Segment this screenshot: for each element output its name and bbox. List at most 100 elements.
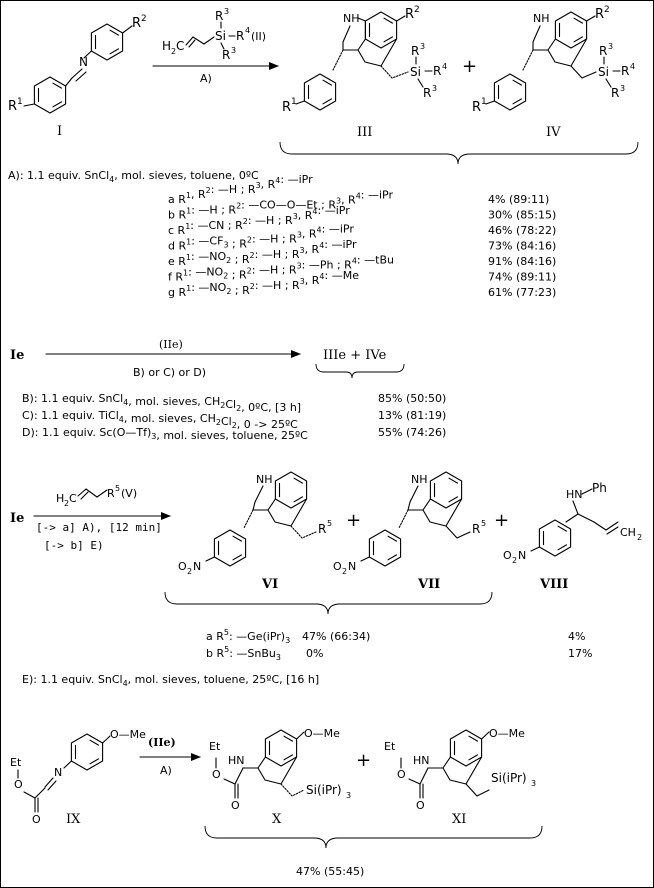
svg-text:2: 2: [342, 567, 347, 576]
svg-text:O: O: [231, 799, 240, 812]
svg-text:HN: HN: [566, 488, 583, 501]
svg-text:1: 1: [291, 97, 297, 107]
svg-text:HN: HN: [413, 754, 430, 767]
condition-C: C): 1.1 equiv. TiCl4, mol. sieves, CH2Cl…: [22, 409, 298, 431]
row-b-substituents: b R1: —H ; R2: —CO—O—Et ; R3, R4: —iPr: [168, 189, 393, 222]
row-d-yield: 73% (84:16): [488, 240, 556, 253]
svg-text:Si: Si: [598, 65, 609, 79]
svg-text:3: 3: [608, 42, 613, 51]
scheme-3: Ie H 2 C R 5 (V) [-> a] A), [12 min] [->…: [10, 471, 642, 688]
svg-text:+: +: [356, 750, 371, 771]
svg-text:Si: Si: [410, 65, 421, 79]
svg-text:R: R: [132, 16, 141, 31]
row-g-substituents: g R1: —NO2 ; R2: —H ; R3, R4: —Me: [168, 269, 359, 299]
svg-text:R: R: [282, 100, 291, 115]
start-Ie-2: Ie: [10, 511, 24, 526]
svg-text:C: C: [176, 39, 184, 53]
svg-text:NH: NH: [256, 473, 273, 486]
substituent-table: a R1, R2: —H ; R3, R4: —iPr 4% (89:11) b R…: [168, 173, 556, 299]
start-Ie: Ie: [10, 348, 24, 363]
svg-text:R: R: [472, 100, 481, 115]
svg-text:1: 1: [481, 97, 487, 107]
svg-text:5: 5: [481, 519, 486, 528]
svg-text:3: 3: [224, 7, 229, 16]
row-f-substituents: f R1: —NO2 ; R2: —H ; R3: —Ph ; R4: —tBu: [168, 254, 394, 284]
svg-text:2: 2: [141, 14, 147, 24]
result-b-substituent: b R5: —SnBu3: [206, 645, 281, 662]
label-VI: VI: [261, 577, 278, 592]
svg-text:R: R: [611, 86, 619, 100]
scheme-1: R 2 N R 1 I H 2 C Si R 3: [8, 5, 639, 299]
svg-text:N: N: [518, 549, 526, 562]
brace-VI-VII: [164, 591, 493, 615]
svg-text:R: R: [405, 7, 414, 22]
svg-text:4: 4: [245, 26, 250, 35]
svg-text:4: 4: [442, 62, 447, 71]
compound-VII: NH O 2 N R 5 VII: [333, 471, 486, 592]
condition-D-yield: 55% (74:26): [378, 426, 446, 439]
compound-IX: O—Me N O O Et IX: [10, 728, 146, 827]
svg-text:C: C: [69, 492, 77, 505]
svg-text:NH: NH: [343, 12, 360, 25]
svg-text:Si(iPr): Si(iPr): [491, 771, 527, 785]
row-e-substituents: e R1: —NO2 ; R2: —H ; R3, R4: —iPr: [168, 238, 357, 268]
svg-text:Si(iPr): Si(iPr): [306, 783, 342, 797]
compound-III: NH R 1 R 2 Si R 3 R 4 R 3 III: [282, 5, 447, 140]
svg-text:2: 2: [414, 5, 420, 15]
svg-text:3: 3: [531, 779, 536, 788]
result-a-substituent: a R5: —Ge(iPr)3: [206, 628, 290, 645]
svg-text:Et: Et: [10, 756, 22, 769]
condition-B: B): 1.1 equiv. SnCl4, mol. sieves, CH2Cl…: [22, 392, 301, 414]
svg-text:H: H: [56, 492, 64, 505]
scheme-4: O—Me N O O Et IX (IIe) A) O—Me HN: [10, 727, 543, 878]
svg-text:NH: NH: [411, 473, 428, 486]
svg-text:O: O: [503, 549, 512, 562]
svg-text:IIIe + IVe: IIIe + IVe: [323, 348, 387, 363]
svg-text:1: 1: [17, 97, 23, 107]
svg-text:Si: Si: [215, 29, 226, 43]
condition-D: D): 1.1 equiv. Sc(O—Tf)3, mol. sieves, t…: [22, 426, 308, 442]
brace-X-XI: [204, 825, 543, 849]
row-c-yield: 46% (78:22): [488, 224, 556, 237]
svg-text:R: R: [107, 487, 115, 500]
svg-text:3: 3: [432, 84, 437, 93]
svg-text:3: 3: [346, 791, 351, 800]
row-c-substituents: c R1: —CN ; R2: —H ; R3, R4: —iPr: [168, 204, 350, 237]
row-a-substituents: a R1, R2: —H ; R3, R4: —iPr: [168, 173, 313, 206]
condition-E: E): 1.1 equiv. SnCl4, mol. sieves, tolue…: [22, 673, 319, 688]
svg-text:R: R: [472, 522, 480, 536]
label-III: III: [357, 125, 372, 140]
svg-text:(IIe): (IIe): [159, 338, 183, 351]
svg-text:O: O: [416, 799, 425, 812]
svg-text:2: 2: [512, 556, 517, 565]
svg-text:2: 2: [187, 567, 192, 576]
svg-text:+: +: [346, 510, 361, 531]
conditions-BCD: B): 1.1 equiv. SnCl4, mol. sieves, CH2Cl…: [22, 392, 446, 442]
svg-text:A): A): [160, 764, 172, 777]
reagent-II: H 2 C Si R 3 R 4 (II) R 3: [162, 7, 266, 62]
svg-text:O: O: [212, 768, 221, 781]
svg-text:2: 2: [637, 533, 642, 542]
svg-text:O: O: [178, 560, 187, 573]
svg-text:N: N: [193, 560, 201, 573]
svg-text:O—Me: O—Me: [489, 727, 525, 740]
svg-text:O—Me: O—Me: [110, 728, 146, 741]
svg-text:R: R: [423, 86, 431, 100]
svg-text:R: R: [411, 44, 419, 58]
svg-text:3: 3: [620, 84, 625, 93]
row-a-yield: 4% (89:11): [488, 193, 549, 206]
svg-text:R: R: [236, 29, 244, 43]
svg-text:A): A): [200, 72, 212, 85]
svg-text:5: 5: [327, 519, 332, 528]
svg-text:R: R: [318, 522, 326, 536]
svg-text:(II): (II): [251, 30, 266, 43]
yield-X-XI: 47% (55:45): [296, 865, 364, 878]
svg-text:2: 2: [64, 499, 69, 508]
svg-text:Ph: Ph: [592, 481, 607, 495]
svg-text:[-> a] A), [12 min]: [-> a] A), [12 min]: [36, 521, 162, 534]
svg-text:(V): (V): [121, 487, 137, 500]
svg-text:O: O: [14, 778, 23, 791]
compound-VI: NH O 2 N R 5 VI: [178, 471, 332, 592]
svg-text:3: 3: [231, 46, 236, 55]
